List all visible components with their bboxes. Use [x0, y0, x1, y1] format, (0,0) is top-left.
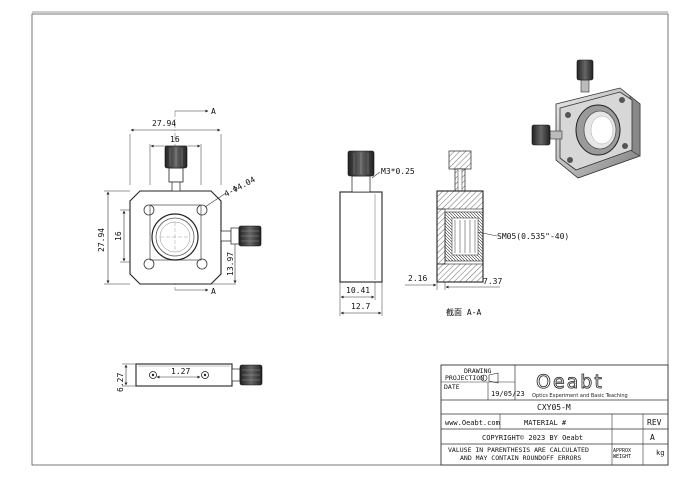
side-view: M3*0.25 10.41 12.7 — [339, 150, 415, 316]
bottom-view: 1.27 6.27 — [116, 363, 263, 392]
approx-label-1: APPROX — [613, 448, 631, 454]
section-offset-left: 2.16 — [408, 274, 427, 283]
aperture — [151, 213, 199, 261]
approx-label-2: WEIGHT — [613, 454, 631, 460]
projection-label-2: PROJECTION — [445, 374, 484, 382]
side-screw: M3*0.25 — [381, 167, 415, 176]
date-label: DATE — [444, 383, 460, 391]
note-2: AND MAY CONTAIN ROUNDOFF ERRORS — [460, 454, 581, 462]
company-logo: Oeabt — [536, 371, 604, 393]
section-mark-bottom: A — [211, 287, 216, 296]
section-caption: 截面 A-A — [446, 307, 481, 317]
section-view: SM05(0.535"-40) 2.16 7.37 截面 A-A — [405, 150, 569, 317]
copyright: COPYRIGHT© 2023 BY Oeabt — [482, 434, 583, 442]
rev-label: REV — [647, 418, 662, 427]
part-number: CXY05-M — [537, 403, 571, 412]
title-block: DRAWING PROJECTION DATE 19/05/23 Oeabt O… — [440, 364, 669, 466]
bottom-spacing: 1.27 — [171, 367, 190, 376]
section-mark-top: A — [211, 107, 216, 116]
date-value: 19/05/23 — [491, 390, 525, 398]
bottom-height: 6.27 — [116, 373, 125, 392]
side-body — [339, 191, 383, 283]
side-height: 10.41 — [346, 286, 370, 295]
mount-hole — [196, 258, 208, 270]
front-offset: 13.97 — [226, 252, 235, 276]
weight-unit: kg — [656, 449, 664, 457]
side-width: 12.7 — [351, 302, 370, 311]
front-height-overall: 27.94 — [97, 228, 106, 252]
section-offset-right: 7.37 — [483, 277, 502, 286]
iso-knob-top — [576, 59, 594, 81]
front-width-overall: 27.94 — [152, 119, 176, 128]
hole-callout: 4-Φ4.04 — [223, 175, 257, 199]
company-tagline: Optics Experiment and Basic Teaching — [532, 393, 628, 399]
mount-hole — [196, 204, 208, 216]
mount-hole — [143, 204, 155, 216]
material: MATERIAL # — [524, 419, 567, 427]
front-view: A A 27.94 16 27.94 16 — [97, 107, 262, 296]
projection-label-1: DRAWING — [464, 367, 491, 375]
mount-hole — [143, 258, 155, 270]
note-1: VALUSE IN PARENTHESIS ARE CALCULATED — [448, 446, 589, 454]
rev-value: A — [650, 433, 655, 442]
front-width-inner: 16 — [170, 135, 180, 144]
section-thread: SM05(0.535"-40) — [497, 232, 569, 241]
website: www.Oeabt.com — [445, 419, 500, 427]
projection-symbol-icon — [480, 372, 499, 384]
front-height-inner: 16 — [114, 231, 123, 241]
isometric-view — [531, 59, 641, 179]
iso-knob-left — [531, 124, 551, 146]
